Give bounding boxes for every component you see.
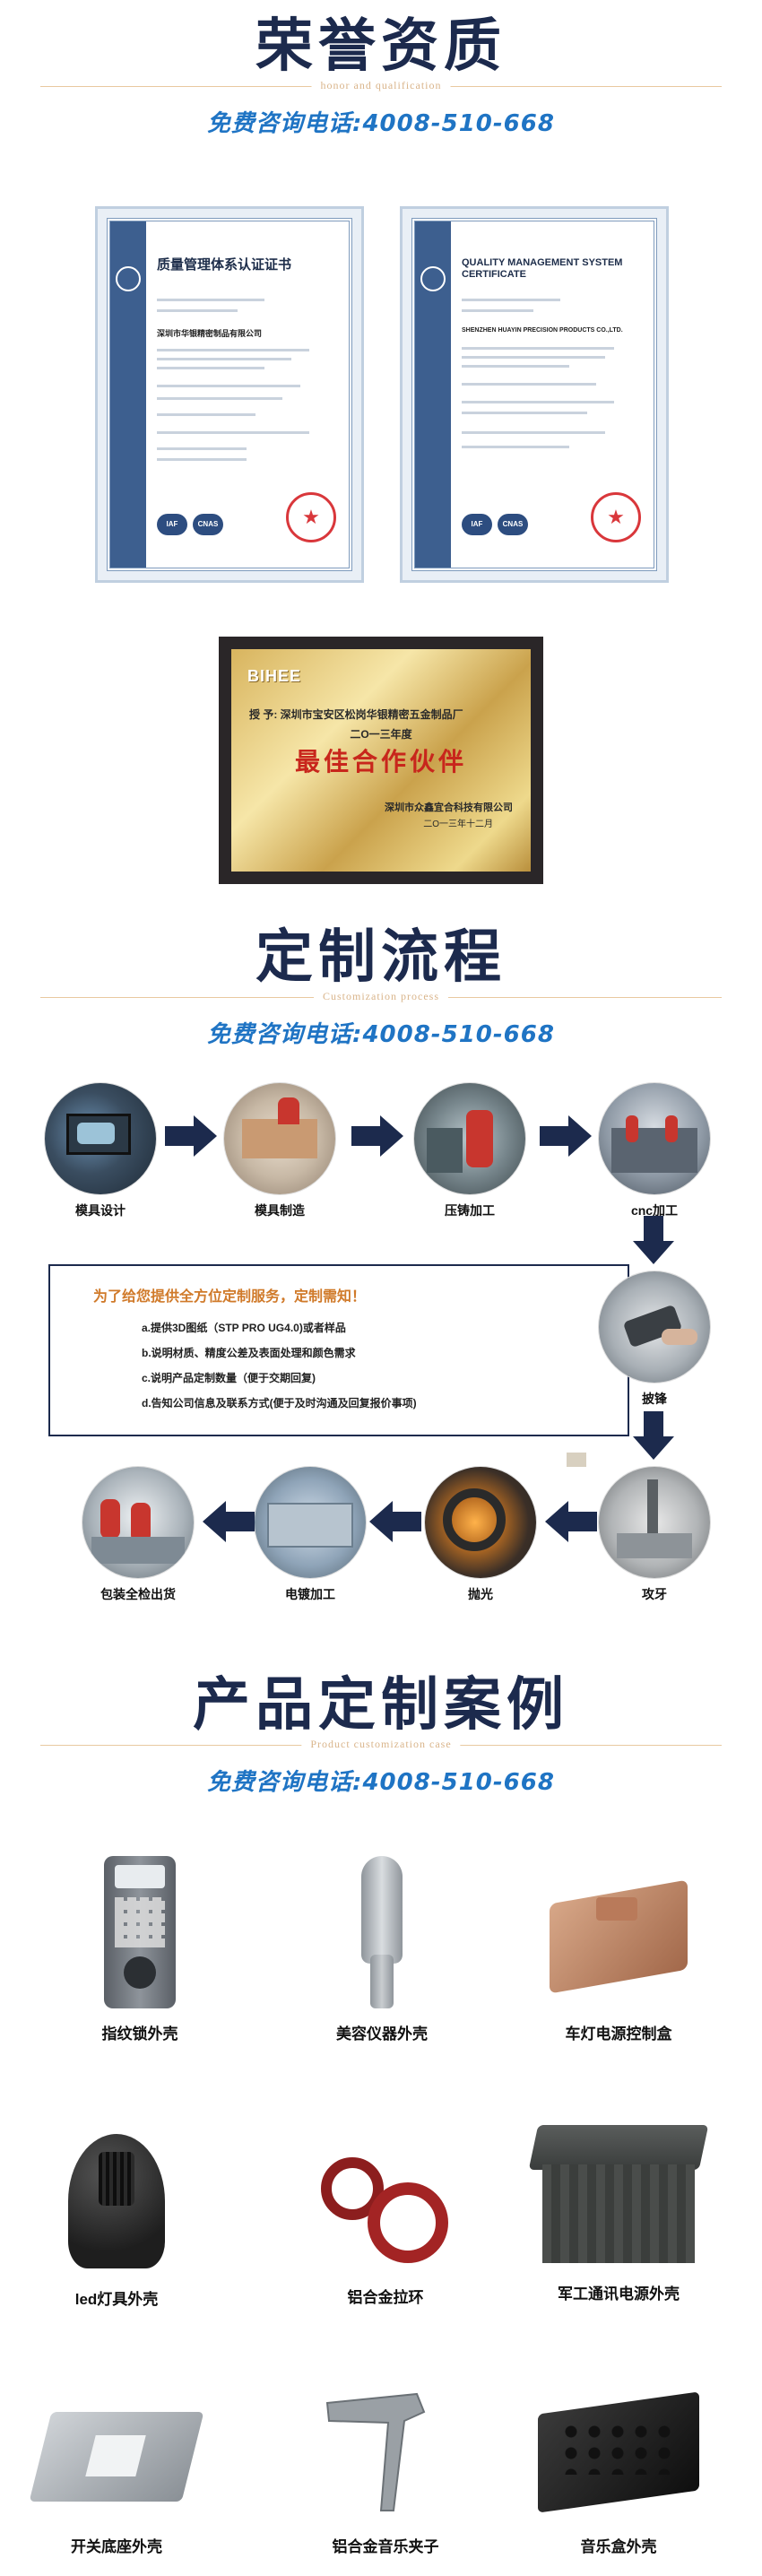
process-divider: Customization process — [40, 990, 722, 1003]
step-label: 抛光 — [468, 1587, 493, 1601]
product-card[interactable]: led灯具外壳 — [0, 2134, 233, 2309]
iaf-badge-icon: IAF — [462, 514, 492, 535]
step-label: 包装全检出货 — [100, 1587, 176, 1601]
certificate-cn: 质量管理体系认证证书 深圳市华银精密制品有限公司 IAF CNAS ★ — [95, 206, 364, 583]
certificate-en-title: QUALITY MANAGEMENT SYSTEM CERTIFICATE — [462, 257, 623, 281]
step-label: 电镀加工 — [285, 1587, 335, 1601]
plaque-brand: BIHEE — [247, 667, 302, 685]
cnas-badge-icon: CNAS — [498, 514, 528, 535]
certificate-cn-title: 质量管理体系认证证书 — [157, 257, 292, 273]
notice-heading: 为了给您提供全方位定制服务，定制需知！ — [93, 1289, 367, 1305]
honor-subtitle: honor and qualification — [311, 79, 451, 92]
honor-phone[interactable]: 免费咨询电话:4008-510-668 — [207, 110, 555, 137]
product-label: 军工通讯电源外壳 — [558, 2285, 680, 2303]
iaf-badge-icon: IAF — [157, 514, 187, 535]
plaque-year: 二O一三年度 — [350, 728, 412, 741]
plaque-recipient: 授 予: 深圳市宝安区松岗华银精密五金制品厂 — [249, 708, 463, 721]
products-subtitle: Product customization case — [301, 1738, 461, 1751]
arrow-right-icon — [165, 1115, 217, 1157]
red-seal-icon: ★ — [286, 492, 336, 542]
step-cnc: cnc加工 — [599, 1083, 710, 1219]
products-header: 产品定制案例 Product customization case 免费咨询电话… — [0, 1677, 762, 1797]
certificate-cn-company: 深圳市华银精密制品有限公司 — [157, 329, 263, 338]
plaque-issuer: 深圳市众鑫宜合科技有限公司 — [385, 802, 513, 813]
product-card[interactable]: 开关底座外壳 — [0, 2385, 233, 2556]
notice-item: c.说明产品定制数量（便于交期回复) — [142, 1372, 316, 1384]
process-title: 定制流程 — [255, 924, 507, 991]
product-label: 美容仪器外壳 — [336, 2025, 428, 2043]
award-plaque: BIHEE 授 予: 深圳市宝安区松岗华银精密五金制品厂 二O一三年度 最佳合作… — [219, 637, 543, 884]
certificate-en: QUALITY MANAGEMENT SYSTEM CERTIFICATE SH… — [400, 206, 669, 583]
notice-item: a.提供3D图纸（STP PRO UG4.0)或者样品 — [142, 1322, 346, 1334]
cert-logo-icon — [420, 266, 446, 291]
arrow-left-icon — [369, 1501, 421, 1542]
product-label: 铝合金音乐夹子 — [332, 2538, 439, 2555]
certificate-en-company: SHENZHEN HUAYIN PRECISION PRODUCTS CO.,L… — [462, 327, 623, 334]
certificate-band — [110, 221, 146, 568]
plaque-date: 二O一三年十二月 — [423, 820, 493, 829]
notice-item: d.告知公司信息及联系方式(便于及时沟通及回复报价事项) — [142, 1397, 417, 1409]
military-power-case-image — [524, 2125, 713, 2268]
led-lamp-case-image — [54, 2134, 179, 2268]
honor-header: 荣誉资质 honor and qualification 免费咨询电话:4008… — [0, 18, 762, 138]
arrow-left-icon — [203, 1501, 255, 1542]
arrow-left-icon — [545, 1501, 597, 1542]
step-die-casting: 压铸加工 — [414, 1083, 525, 1219]
step-label: 披锋 — [642, 1392, 667, 1406]
arrow-right-icon — [540, 1115, 592, 1157]
product-label: led灯具外壳 — [74, 2291, 159, 2308]
product-label: 指纹锁外壳 — [101, 2025, 178, 2043]
step-label: cnc加工 — [630, 1203, 679, 1218]
certificate-band — [415, 221, 451, 568]
process-phone[interactable]: 免费咨询电话:4008-510-668 — [207, 1021, 555, 1048]
switch-base-case-image — [29, 2385, 204, 2520]
fingerprint-lock-case-image — [104, 1856, 176, 2008]
plaque-award: 最佳合作伙伴 — [294, 748, 467, 776]
product-card[interactable]: 美容仪器外壳 — [265, 1856, 498, 2043]
step-deburring: 披锋 — [599, 1271, 710, 1408]
product-card[interactable]: 军工通讯电源外壳 — [502, 2125, 735, 2303]
step-tapping: 攻牙 — [599, 1467, 710, 1603]
product-card[interactable]: 音乐盒外壳 — [502, 2385, 735, 2556]
arrow-down-icon — [633, 1216, 674, 1264]
product-label: 车灯电源控制盒 — [565, 2025, 672, 2043]
music-clip-image — [318, 2385, 453, 2520]
product-card[interactable]: 铝合金音乐夹子 — [269, 2385, 502, 2556]
notice-item: b.说明材质、精度公差及表面处理和颜色需求 — [142, 1347, 356, 1359]
arrow-right-icon — [351, 1115, 403, 1157]
product-card[interactable]: 指纹锁外壳 — [23, 1856, 256, 2043]
process-header: 定制流程 Customization process 免费咨询电话:4008-5… — [0, 929, 762, 1049]
product-card[interactable]: 车灯电源控制盒 — [502, 1856, 735, 2043]
step-packaging: 包装全检出货 — [82, 1467, 194, 1603]
step-mold-design: 模具设计 — [45, 1083, 156, 1219]
step-electroplating: 电镀加工 — [255, 1467, 366, 1603]
step-label: 模具制造 — [255, 1203, 305, 1218]
process-subtitle: Customization process — [314, 990, 448, 1003]
step-label: 压铸加工 — [445, 1203, 495, 1218]
step-label: 模具设计 — [75, 1203, 126, 1218]
aluminum-ring-image — [314, 2150, 457, 2267]
music-box-case-image — [529, 2385, 708, 2520]
step-polishing: 抛光 — [425, 1467, 536, 1603]
customization-notice-box: 为了给您提供全方位定制服务，定制需知！ a.提供3D图纸（STP PRO UG4… — [48, 1264, 629, 1436]
step-label: 攻牙 — [642, 1587, 667, 1601]
honor-title: 荣誉资质 — [255, 13, 507, 80]
small-swatch — [567, 1453, 586, 1467]
cert-logo-icon — [116, 266, 141, 291]
product-label: 音乐盒外壳 — [580, 2538, 657, 2555]
arrow-down-icon — [633, 1411, 674, 1460]
red-seal-icon: ★ — [591, 492, 641, 542]
step-mold-making: 模具制造 — [224, 1083, 335, 1219]
products-divider: Product customization case — [40, 1738, 722, 1751]
product-card[interactable]: 铝合金拉环 — [269, 2150, 502, 2307]
cnas-badge-icon: CNAS — [193, 514, 223, 535]
beauty-device-case-image — [351, 1856, 413, 2008]
products-title: 产品定制案例 — [193, 1672, 569, 1739]
honor-divider: honor and qualification — [40, 79, 722, 92]
product-label: 开关底座外壳 — [71, 2538, 162, 2555]
headlight-control-box-image — [533, 1856, 704, 2008]
products-phone[interactable]: 免费咨询电话:4008-510-668 — [207, 1769, 555, 1796]
product-label: 铝合金拉环 — [347, 2289, 424, 2306]
